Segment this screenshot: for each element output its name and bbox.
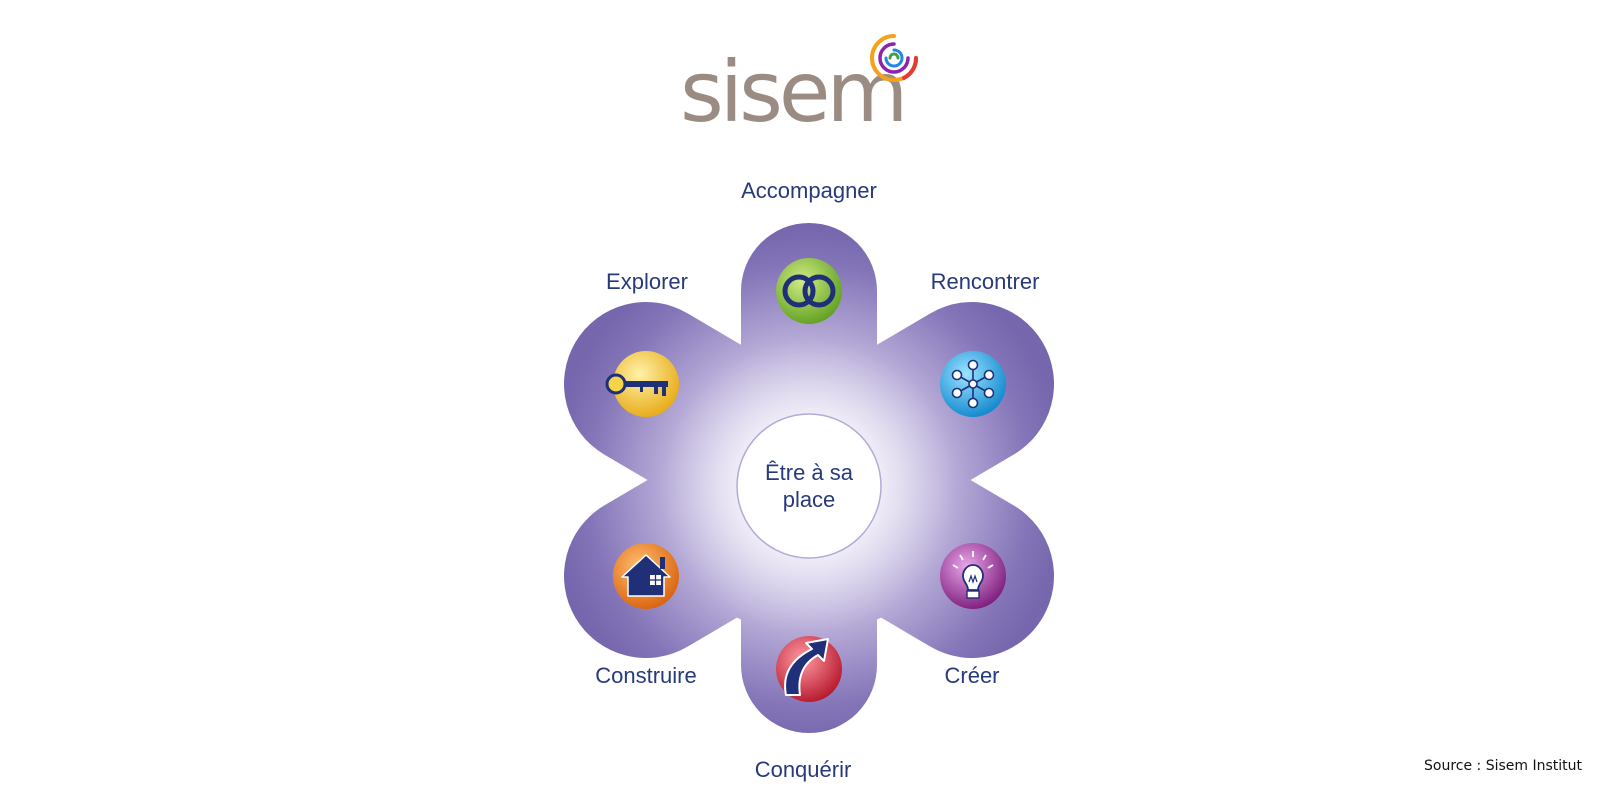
sisem-logo: sisem bbox=[680, 28, 930, 138]
label-creer: Créer bbox=[944, 663, 1000, 688]
label-construire: Construire bbox=[595, 663, 697, 688]
arrow-up-icon bbox=[776, 636, 842, 702]
center-circle bbox=[736, 413, 882, 559]
house-icon bbox=[613, 543, 679, 609]
label-conquerir: Conquérir bbox=[754, 757, 852, 782]
network-icon bbox=[940, 351, 1006, 417]
center-label: Être à sa place bbox=[764, 460, 854, 512]
swirl-logo-icon bbox=[870, 34, 919, 82]
label-explorer: Explorer bbox=[606, 269, 688, 294]
lightbulb-icon bbox=[940, 543, 1006, 609]
label-accompagner: Accompagner bbox=[741, 178, 877, 203]
key-icon bbox=[605, 351, 679, 417]
source-caption: Source : Sisem Institut bbox=[1424, 758, 1582, 774]
label-rencontrer: Rencontrer bbox=[930, 269, 1040, 294]
rings-icon bbox=[776, 258, 842, 324]
logo-wordmark: sisem bbox=[680, 43, 908, 141]
